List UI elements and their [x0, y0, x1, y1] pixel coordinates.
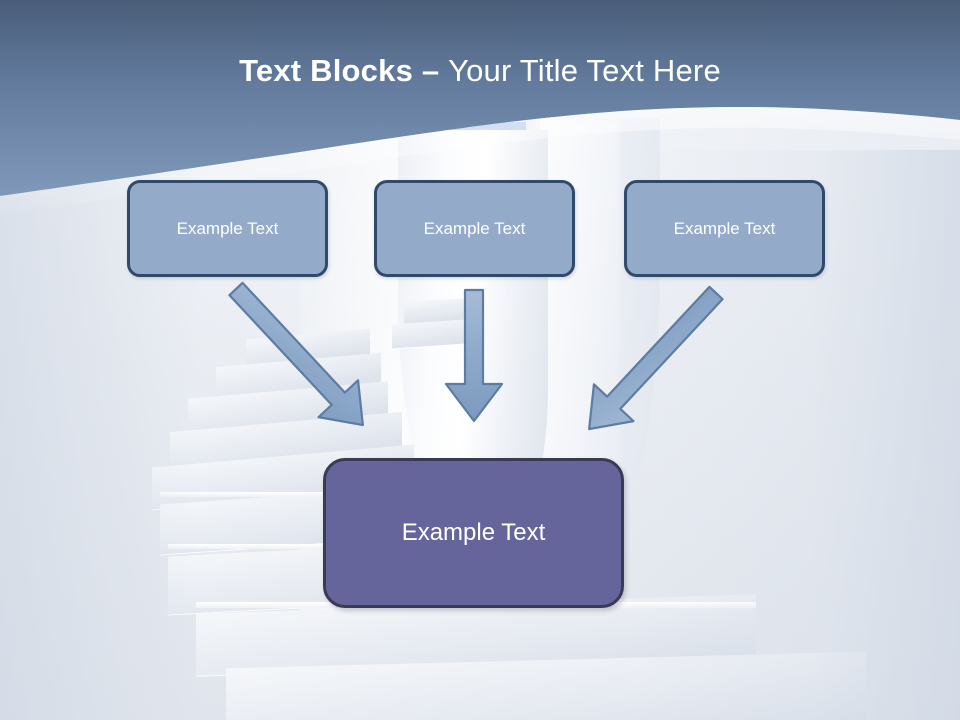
- text-block-result-label: Example Text: [401, 519, 546, 546]
- page-title-normal: Your Title Text Here: [448, 53, 721, 88]
- stair-step-edge: [160, 492, 460, 497]
- text-block-2-label: Example Text: [423, 218, 526, 238]
- header-band-shape: [0, 0, 960, 214]
- text-block-result[interactable]: Example Text: [323, 458, 624, 608]
- page-title: Text Blocks – Your Title Text Here: [0, 52, 960, 90]
- page-title-bold: Text Blocks –: [239, 53, 449, 88]
- header-band: Text Blocks – Your Title Text Here: [0, 0, 960, 230]
- text-block-1[interactable]: Example Text: [127, 180, 328, 277]
- text-block-1-label: Example Text: [176, 218, 279, 238]
- text-block-3-label: Example Text: [673, 218, 776, 238]
- text-block-3[interactable]: Example Text: [624, 180, 825, 277]
- text-block-2[interactable]: Example Text: [374, 180, 575, 277]
- stair-step: [392, 319, 464, 349]
